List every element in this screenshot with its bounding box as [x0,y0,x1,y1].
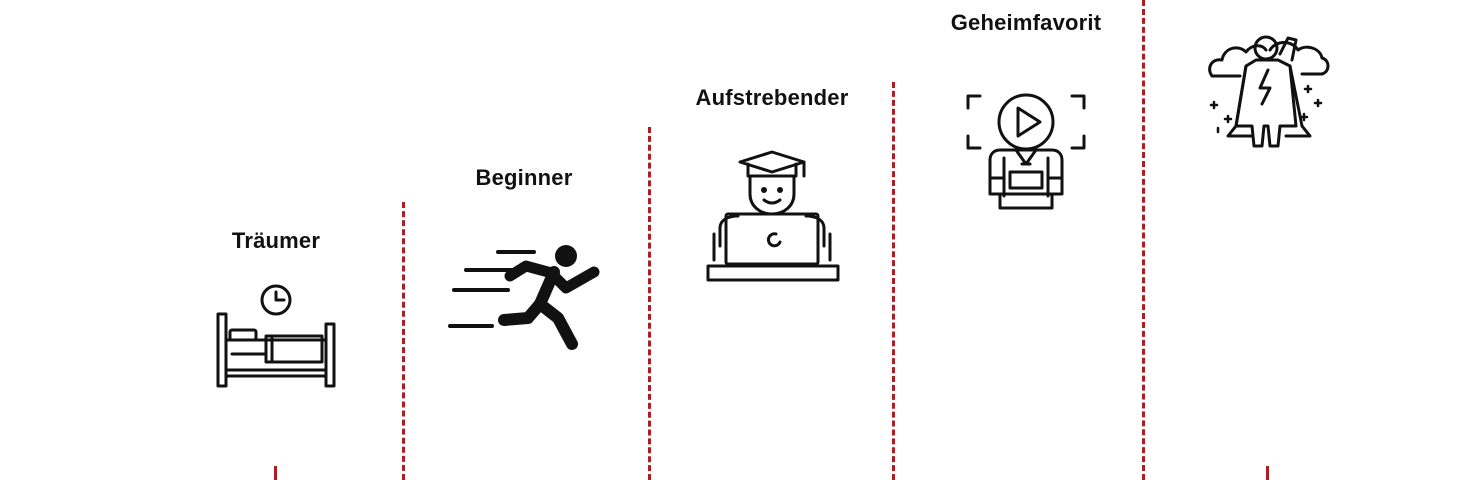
stage-label-traeumer: Träumer [231,228,321,253]
bottom-tick-right [1266,466,1269,480]
stage-divider-1 [402,202,405,480]
stage-divider-3 [892,82,895,480]
stage-label-geheimfavorit: Geheimfavorit [950,10,1102,35]
stage-divider-4 [1142,0,1145,480]
stage-divider-2 [648,127,651,480]
graduate-laptop-icon [704,150,842,284]
bed-clock-icon [214,284,338,390]
video-presenter-icon [964,88,1088,212]
running-person-icon [448,242,604,350]
superhero-clouds-icon [1206,26,1330,152]
stage-label-aufstrebender: Aufstrebender [695,85,849,110]
stage-label-beginner: Beginner [475,165,573,190]
bottom-tick-left [274,466,277,480]
